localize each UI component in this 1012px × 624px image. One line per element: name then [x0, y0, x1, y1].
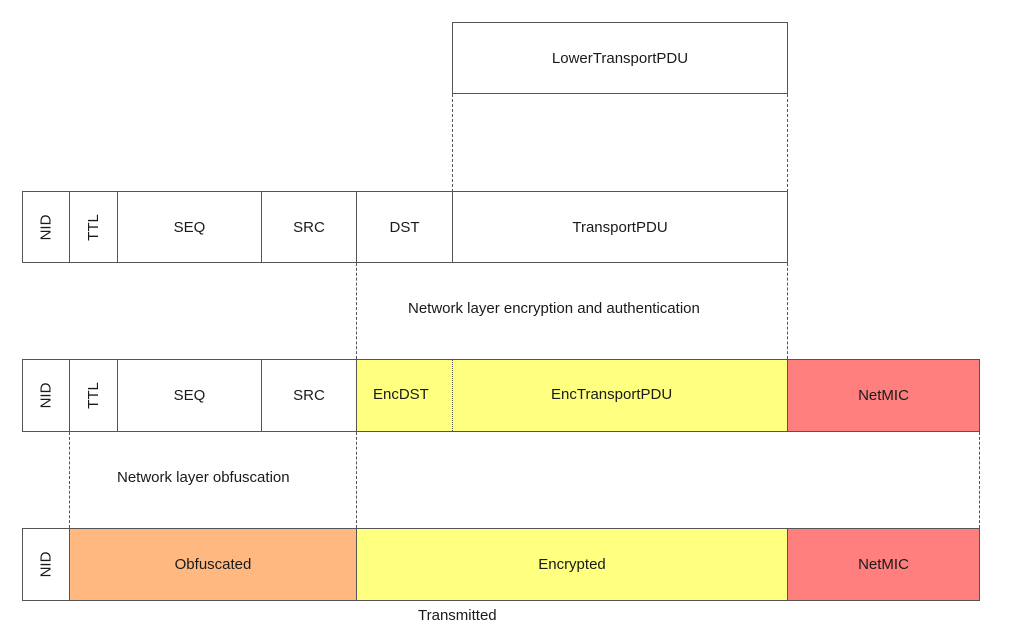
row1-transport-pdu-field: TransportPDU	[452, 191, 788, 263]
row1-seq-label: SEQ	[173, 218, 206, 236]
encryption-step-label: Network layer encryption and authenticat…	[408, 300, 700, 317]
row2-src-field: SRC	[261, 359, 357, 432]
row1-seq-field: SEQ	[117, 191, 262, 263]
row3-nid-label: NID	[37, 551, 55, 578]
row1-transport-pdu-label: TransportPDU	[572, 218, 668, 236]
row2-ttl-label: TTL	[84, 382, 102, 409]
row1-src-field: SRC	[261, 191, 357, 263]
row3-obfuscated-label: Obfuscated	[174, 556, 252, 573]
row2-enc-divider	[452, 360, 453, 431]
row3-encrypted-label: Encrypted	[538, 556, 606, 573]
row2-ttl-field: TTL	[69, 359, 118, 432]
bottom-caption: Transmitted	[418, 607, 497, 624]
row2-enc-dst-label: EncDST	[373, 386, 429, 403]
connector-enc-right	[787, 263, 788, 359]
row2-net-mic-label: NetMIC	[858, 387, 909, 404]
connector-obf-left	[69, 432, 70, 528]
row3-nid-field: NID	[22, 528, 70, 601]
row2-nid-field: NID	[22, 359, 70, 432]
row2-seq-field: SEQ	[117, 359, 262, 432]
row3-net-mic-label: NetMIC	[858, 556, 909, 573]
connector-mic-right	[979, 432, 980, 528]
row1-nid-field: NID	[22, 191, 70, 263]
row1-src-label: SRC	[293, 218, 325, 236]
row1-nid-label: NID	[37, 214, 55, 240]
row1-ttl-field: TTL	[69, 191, 118, 263]
row1-ttl-label: TTL	[84, 213, 102, 241]
row2-net-mic-field: NetMIC	[787, 359, 980, 432]
row2-src-label: SRC	[293, 387, 325, 404]
row3-net-mic-field: NetMIC	[787, 528, 980, 601]
row2-encrypted-block	[356, 359, 788, 432]
row2-enc-transport-pdu-label: EncTransportPDU	[551, 386, 673, 403]
connector-obf-right	[356, 432, 357, 528]
row2-seq-label: SEQ	[173, 387, 206, 404]
connector-lower-right	[787, 94, 788, 192]
row2-nid-label: NID	[37, 382, 55, 409]
lower-transport-pdu-label: LowerTransportPDU	[551, 49, 689, 67]
row3-encrypted-field: Encrypted	[356, 528, 788, 601]
obfuscation-step-label: Network layer obfuscation	[117, 469, 290, 486]
row1-dst-field: DST	[356, 191, 453, 263]
row1-dst-label: DST	[389, 218, 420, 236]
connector-lower-left	[452, 94, 453, 192]
connector-enc-left	[356, 263, 357, 359]
row3-obfuscated-field: Obfuscated	[69, 528, 357, 601]
lower-transport-pdu-box: LowerTransportPDU	[452, 22, 788, 94]
